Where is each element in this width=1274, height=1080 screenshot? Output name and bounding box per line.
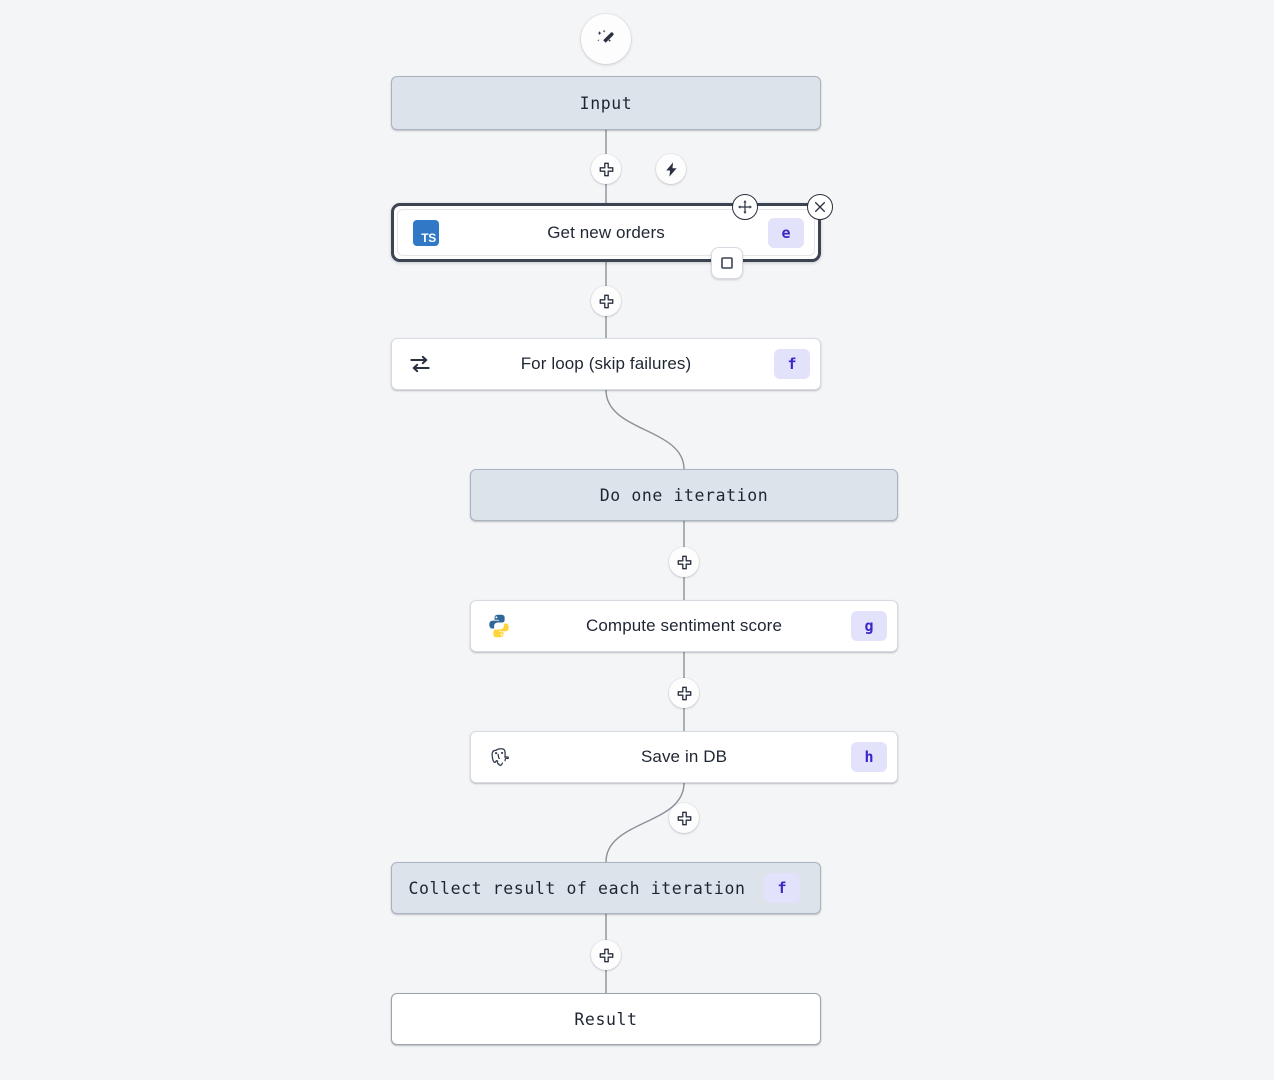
loop-icon-wrap [392,339,448,389]
plus-icon [599,948,613,962]
node-collect-result[interactable]: Collect result of each iteration f [391,862,821,914]
edge-for-loop-to-do-one-iteration [605,389,685,470]
node-compute-sentiment-score-label: Compute sentiment score [586,616,782,635]
node-do-one-iteration[interactable]: Do one iteration [470,469,898,521]
node-for-loop-label: For loop (skip failures) [520,354,692,373]
add-step-button-after-collect-result[interactable] [591,940,621,970]
node-collect-result-label: Collect result of each iteration [408,878,746,898]
node-do-one-iteration-label: Do one iteration [599,485,769,505]
typescript-icon: TS [413,219,439,246]
node-compute-sentiment-score-badge: g [851,611,887,641]
plus-icon [599,294,613,308]
node-compute-sentiment-score-badge-slot: g [841,611,897,641]
node-save-in-db-badge: h [851,742,887,772]
node-for-loop-badge: f [774,349,810,379]
add-step-button-after-save-in-db[interactable] [669,803,699,833]
node-get-new-orders-label: Get new orders [547,222,665,242]
magic-wand-button[interactable] [581,14,631,64]
node-input-label: Input [579,93,633,113]
close-icon [814,201,826,213]
plus-icon [599,162,613,176]
close-button[interactable] [807,194,833,220]
node-result[interactable]: Result [391,993,821,1045]
node-compute-sentiment-score[interactable]: Compute sentiment score g [470,600,898,652]
stop-square-icon [721,257,733,269]
add-step-button-after-do-one-iteration[interactable] [669,547,699,577]
node-save-in-db-label: Save in DB [640,747,728,766]
node-input[interactable]: Input [391,76,821,130]
node-collect-result-badge: f [764,873,800,903]
move-handle[interactable] [732,194,758,220]
move-handle-icon [738,200,752,214]
postgresql-icon [491,748,510,766]
node-result-label: Result [574,1009,638,1029]
plus-icon [677,811,691,825]
magic-wand-icon [597,29,614,43]
add-step-button-after-get-new-orders[interactable] [591,286,621,316]
node-for-loop[interactable]: For loop (skip failures) f [391,338,821,390]
stop-square-button[interactable] [711,247,743,279]
node-save-in-db[interactable]: Save in DB h [470,731,898,783]
add-step-button-after-input[interactable] [591,154,621,184]
trigger-button-after-input[interactable] [656,154,686,184]
plus-icon [677,686,691,700]
typescript-icon-wrap: TS [398,210,454,255]
node-get-new-orders-badge: e [768,217,804,248]
python-icon [489,614,509,638]
add-step-button-after-compute-sentiment-score[interactable] [669,678,699,708]
node-save-in-db-badge-slot: h [841,742,897,772]
plus-icon [677,555,691,569]
node-get-new-orders-badge-slot: e [758,217,814,248]
loop-icon [410,355,430,373]
node-for-loop-badge-slot: f [764,349,820,379]
python-icon-wrap [471,601,527,651]
postgresql-icon-wrap [471,732,527,782]
lightning-icon [665,161,677,177]
